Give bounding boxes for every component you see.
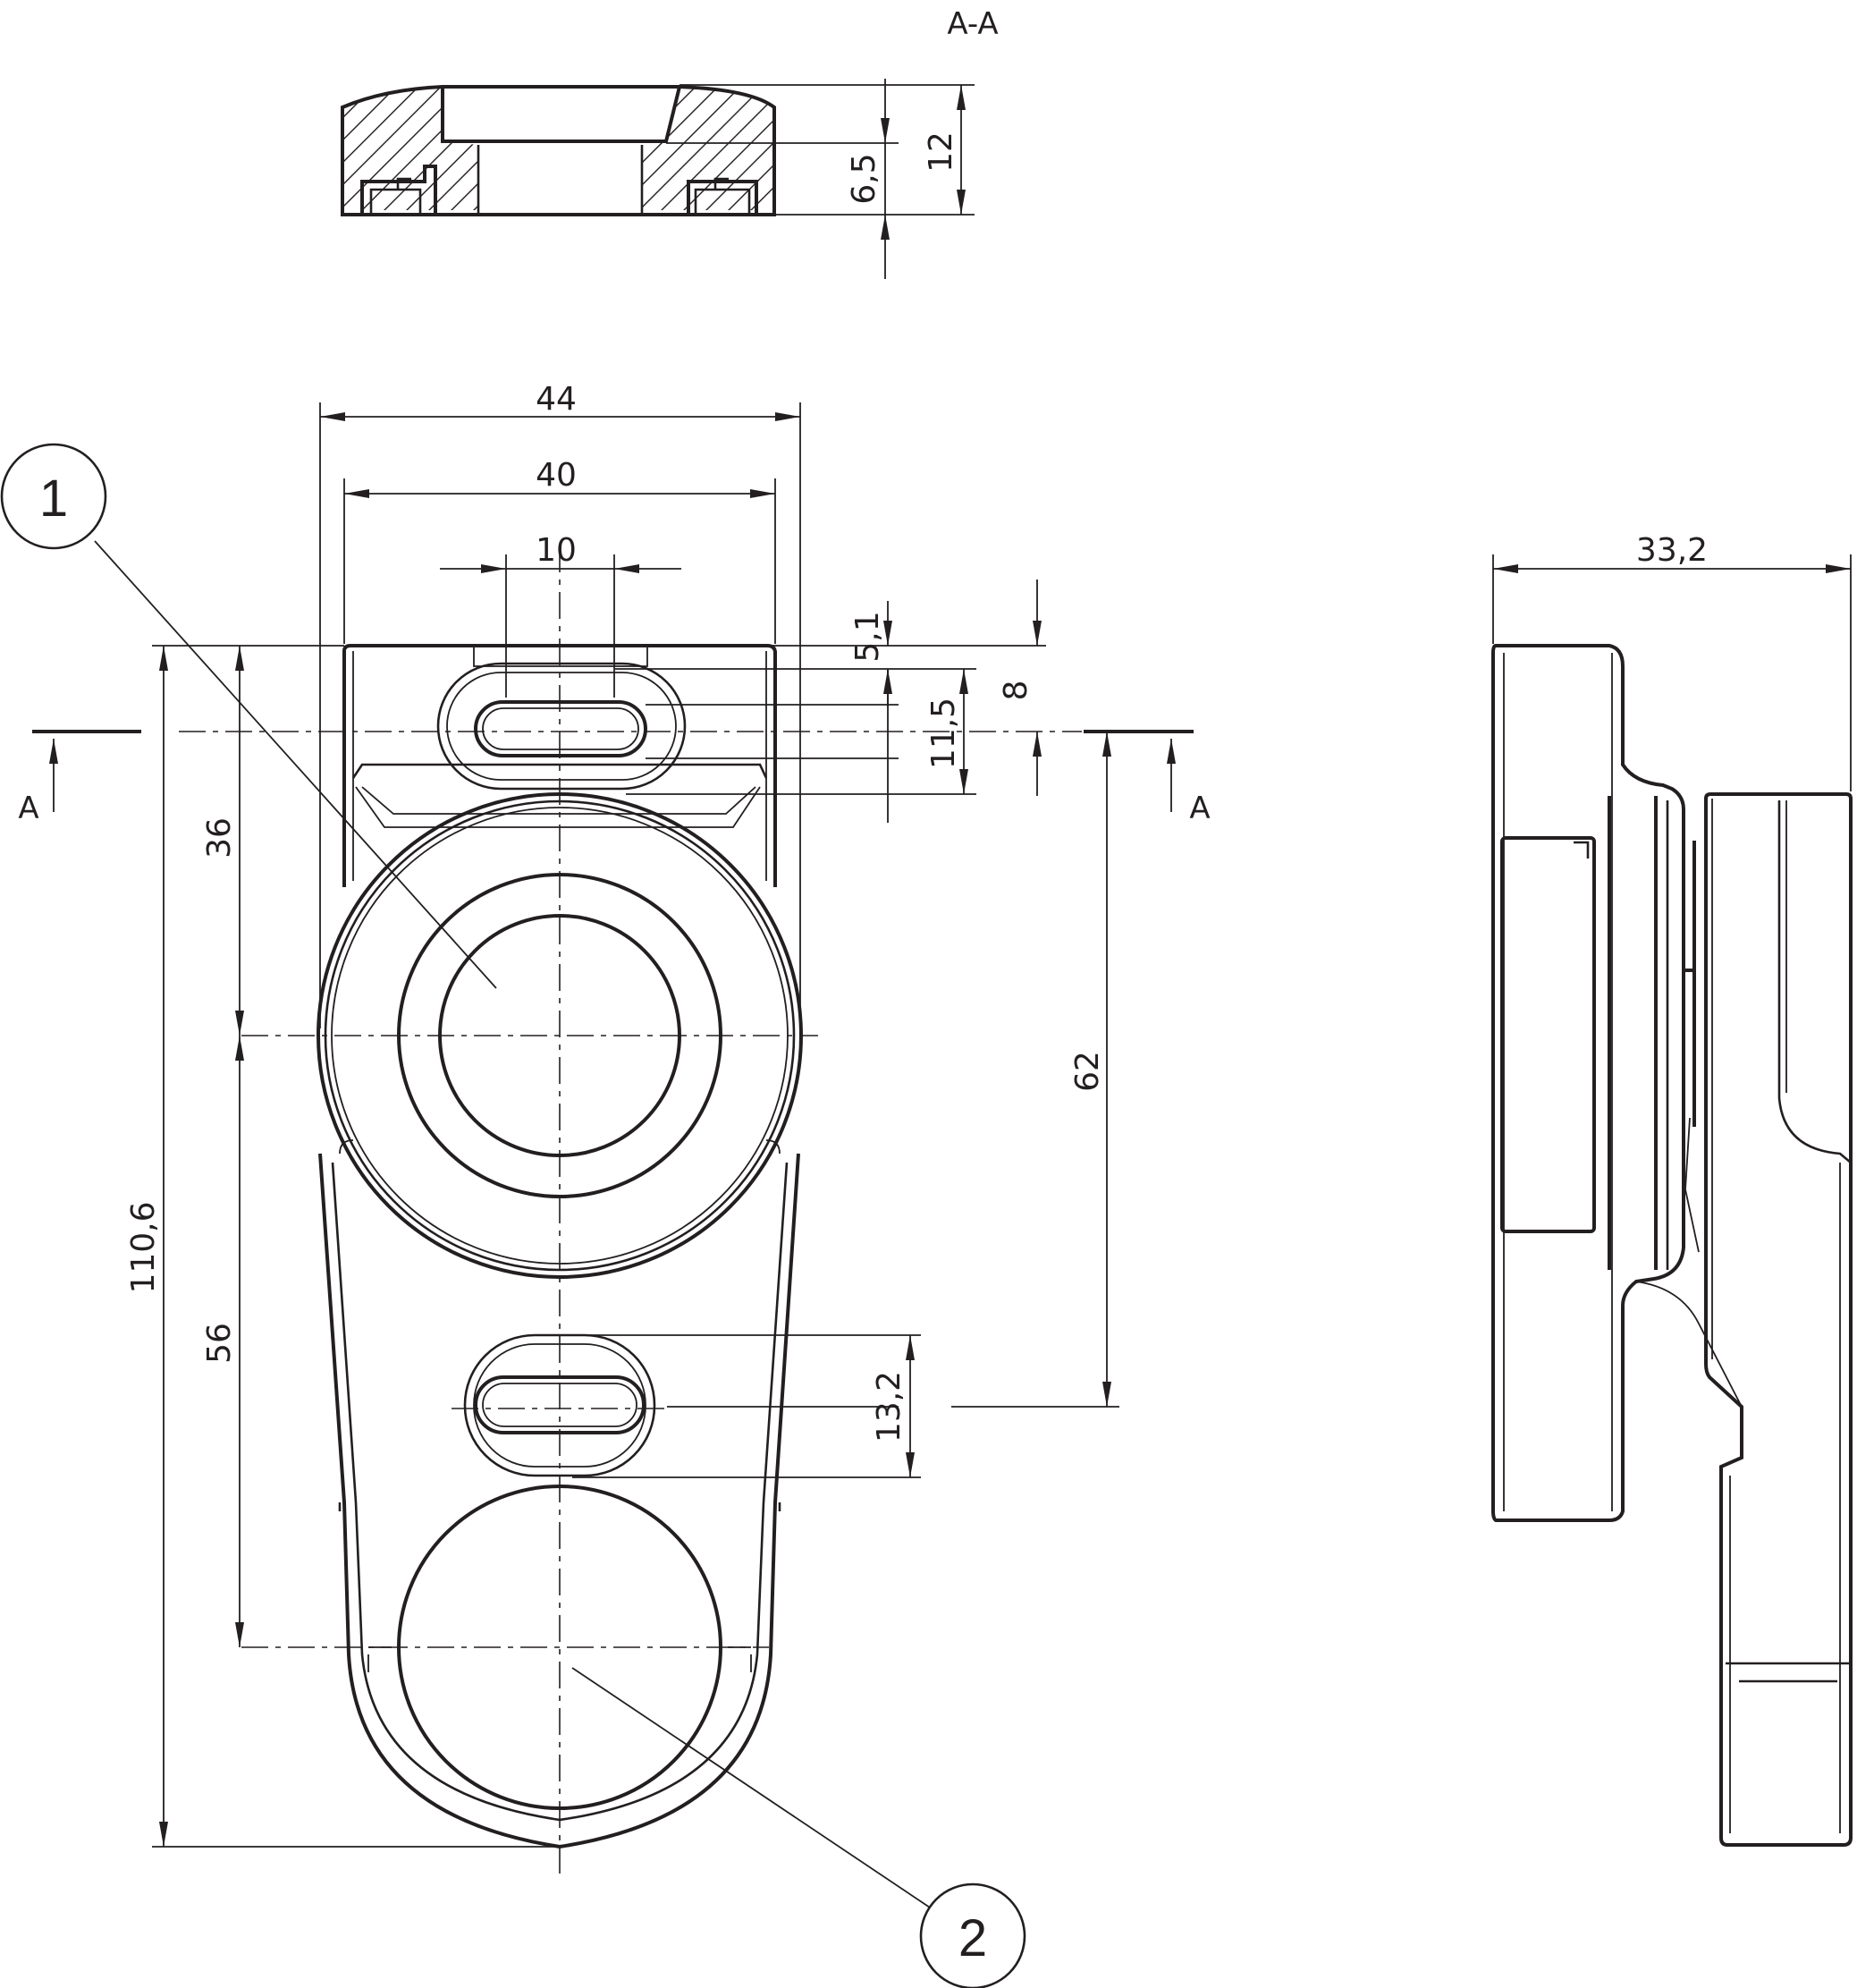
dim-slot-center-top: 8 (998, 681, 1034, 701)
top-plate-inner (352, 651, 767, 881)
section-clip-right (687, 180, 758, 215)
section-bore (477, 145, 644, 215)
upper-slot-boss (436, 662, 687, 791)
section-top-recess (441, 86, 681, 143)
side-actuator-outline (1704, 792, 1853, 1847)
dimension-front-vertical-right (536, 732, 1119, 1478)
top-plate-edge (342, 644, 777, 654)
dim-section-recess: 6,5 (846, 153, 882, 204)
section-title: A-A (947, 6, 998, 42)
dim-slot-height-bottom: 13,2 (871, 1371, 907, 1442)
section-clip-left (360, 165, 437, 215)
side-view: 33,2 (1491, 532, 1853, 1847)
side-actuator-bottom (1726, 1662, 1851, 1683)
dim-slot-width: 10 (536, 532, 577, 569)
side-body-outline (1491, 644, 1685, 1522)
dim-center-to-bottom: 56 (201, 1323, 238, 1364)
section-clip-left-inner (369, 177, 422, 215)
side-diagonal (1635, 1281, 1743, 1408)
dim-width-outer: 44 (536, 381, 577, 418)
dimension-section (666, 79, 975, 279)
dimension-front-vertical-left (152, 645, 560, 1848)
section-view-a-a: A-A (341, 6, 999, 279)
top-plate-notch (473, 646, 648, 667)
callout-1-label: 1 (39, 470, 68, 528)
arm-tick (367, 1654, 752, 1672)
callout-2 (571, 1667, 1026, 1988)
dim-side-depth: 33,2 (1636, 532, 1708, 569)
dim-slot-offset-top: 5,1 (849, 611, 886, 662)
side-pocket-corner (1574, 841, 1590, 859)
upper-slot-boss-inner (446, 672, 677, 781)
side-diagonal-2 (1684, 1117, 1700, 1253)
side-actuator-step (1777, 800, 1852, 1163)
callout-1 (0, 443, 497, 989)
section-outline (341, 85, 776, 216)
dim-top-to-center: 36 (201, 817, 238, 859)
top-plate-bevel-2 (355, 786, 761, 828)
top-plate-step (351, 763, 768, 779)
callout-2-label: 2 (958, 1909, 987, 1967)
side-middle-block (1608, 796, 1658, 1270)
side-pocket (1500, 836, 1596, 1233)
dimension-front-upper-slot (615, 579, 1046, 823)
dim-overall-length: 110,6 (125, 1201, 162, 1293)
side-actuator-inner (1711, 799, 1787, 1359)
dim-width-inner: 40 (536, 457, 577, 494)
upper-slot-inner (482, 707, 639, 750)
section-mark-left: A (18, 791, 38, 826)
arm-ticks (338, 1502, 781, 1511)
section-clip-right-inner (694, 177, 751, 215)
dim-slot-to-center: 62 (1069, 1051, 1106, 1092)
front-view: A A 1 2 44 40 10 (0, 381, 1211, 1988)
side-actuator-lines (1729, 1163, 1841, 1833)
dimension-front-horizontal (319, 402, 801, 1028)
dim-slot-height-top: 11,5 (925, 698, 962, 769)
side-web (1685, 841, 1696, 1127)
centerlines (32, 546, 1194, 1874)
dim-section-height: 12 (923, 131, 959, 173)
upper-slot (474, 700, 647, 757)
section-mark-right: A (1189, 791, 1210, 826)
top-plate-sides (342, 651, 777, 887)
